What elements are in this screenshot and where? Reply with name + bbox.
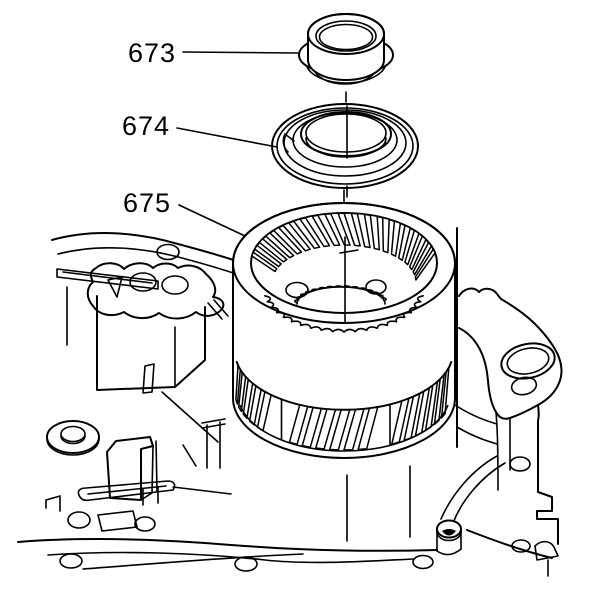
internal-gear-tooth [408,235,427,271]
internal-gear-tooth [282,222,311,252]
internal-gear-tooth [404,229,420,266]
internal-gear-tooth [343,212,361,247]
internal-teeth [251,212,436,281]
assembly-centerline [339,91,359,323]
part-675-ring-gear [232,202,456,459]
center-spline-bore [293,285,387,304]
external-gear-tooth [343,408,365,451]
internal-gear-tooth [390,220,402,257]
callout-label-675: 675 [123,188,171,218]
external-gear-tooth [315,408,337,450]
internal-gear-tooth [316,213,341,247]
callout-leader-674 [176,127,278,148]
internal-gear-tooth [258,238,288,263]
external-gear-tooth [301,406,323,448]
lug-hole-small [510,376,538,396]
callouts: 673 674 675 [122,38,299,237]
external-gear-tooth [235,364,242,405]
callout-leader-673 [182,51,299,54]
callout-label-674: 674 [122,111,170,141]
internal-gear-tooth [272,226,303,255]
internal-gear-tooth [369,214,381,251]
internal-gear-tooth [381,216,390,254]
boss-hole [442,529,456,536]
internal-gear-tooth [414,248,436,281]
external-gear-tooth [329,409,351,451]
internal-gear-tooth [264,232,295,259]
callout-674: 674 [122,111,278,148]
floor-spline-edge [264,295,424,333]
external-gear-tooth [242,378,254,420]
internal-gear-tooth [292,218,321,250]
callout-673: 673 [128,38,299,68]
internal-gear-tooth [304,215,331,248]
callout-label-673: 673 [128,38,176,68]
external-gear-tooth [391,397,410,445]
transmission-case [17,227,563,577]
callout-675: 675 [123,188,246,237]
callout-leader-675 [178,204,246,237]
external-gear-tooth [357,406,379,451]
external-gear-tooth [237,372,247,413]
internal-gear-tooth [356,212,371,249]
part-674-seal-ring [271,103,419,189]
internal-gear-tooth [253,244,282,268]
part-673-cap [298,13,394,85]
internal-gear-tooth [412,241,433,276]
internal-gear-tooth [397,224,412,262]
external-gear-tooth [440,367,450,419]
internal-gear-tooth [251,251,278,273]
external-teeth [235,364,450,451]
